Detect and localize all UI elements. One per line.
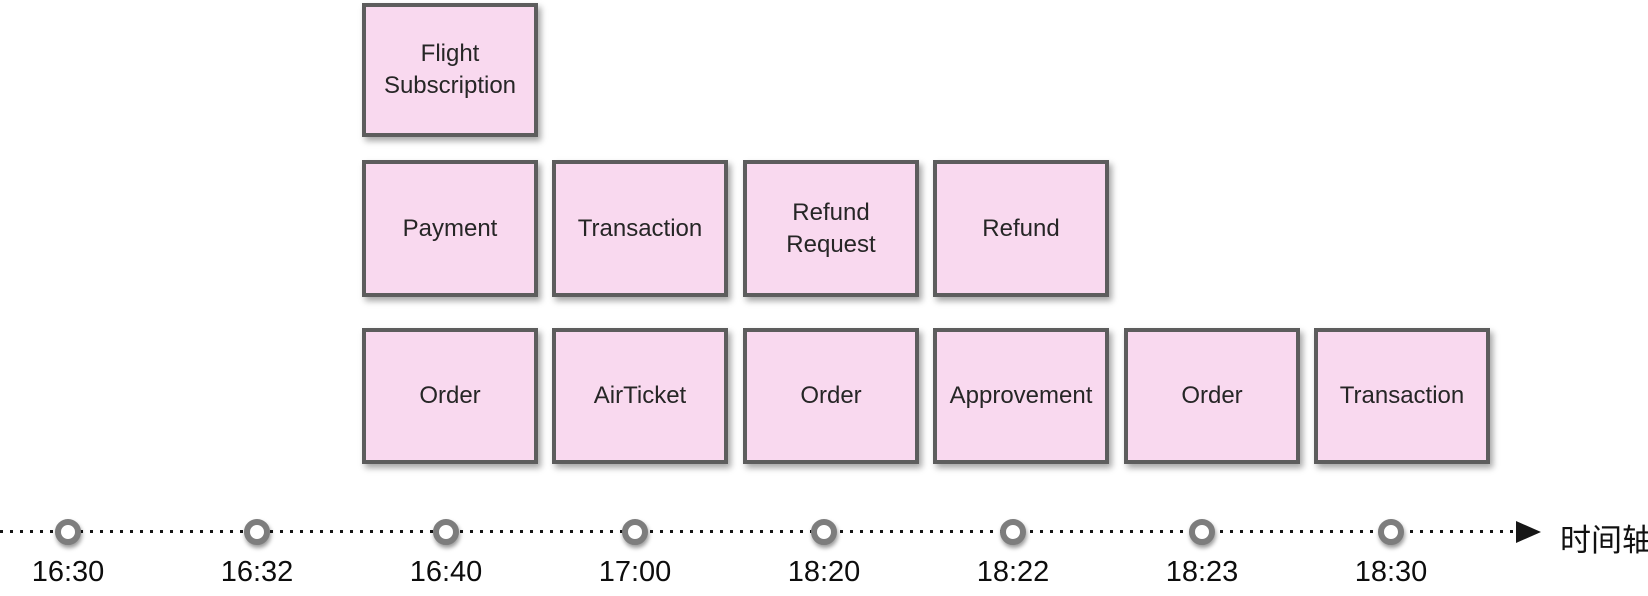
time-label: 18:23	[1165, 556, 1239, 588]
timeline-marker-icon	[55, 519, 81, 545]
event-box-label: Order	[1181, 382, 1243, 410]
event-box-order-1820: Order	[743, 328, 919, 464]
event-box-order-1823: Order	[1124, 328, 1300, 464]
event-box-refund-request: Refund Request	[743, 160, 919, 297]
event-box-label: Flight Subscription	[383, 40, 517, 99]
event-box-label: Transaction	[1339, 382, 1465, 410]
event-box-flight-subscription: Flight Subscription	[362, 3, 538, 137]
event-box-label: Order	[800, 382, 862, 410]
time-label: 16:32	[220, 556, 294, 588]
time-label: 16:30	[31, 556, 105, 588]
time-label: 16:40	[409, 556, 483, 588]
arrow-right-icon	[1516, 521, 1541, 543]
timeline-marker-icon	[1378, 519, 1404, 545]
event-box-airticket: AirTicket	[552, 328, 728, 464]
event-box-transaction-1830: Transaction	[1314, 328, 1490, 464]
time-label: 18:20	[787, 556, 861, 588]
event-box-label: Approvement	[949, 382, 1093, 410]
time-label: 18:30	[1354, 556, 1428, 588]
time-axis-label: 时间轴	[1560, 523, 1648, 558]
event-box-label: AirTicket	[593, 382, 687, 410]
timeline-marker-icon	[1189, 519, 1215, 545]
timeline-marker-icon	[433, 519, 459, 545]
event-box-label: Refund Request	[786, 198, 876, 258]
event-box-label: Order	[419, 382, 481, 410]
timeline-marker-icon	[1000, 519, 1026, 545]
event-box-payment: Payment	[362, 160, 538, 297]
timeline-marker-icon	[244, 519, 270, 545]
time-label: 17:00	[598, 556, 672, 588]
event-box-label: Refund	[982, 214, 1060, 242]
event-box-label: Transaction	[577, 214, 703, 242]
timeline-marker-icon	[622, 519, 648, 545]
event-box-refund: Refund	[933, 160, 1109, 297]
timeline-marker-icon	[811, 519, 837, 545]
time-axis-dotted-line	[0, 530, 1516, 533]
event-box-label: Payment	[402, 214, 498, 242]
time-label: 18:22	[976, 556, 1050, 588]
event-box-transaction-1700: Transaction	[552, 160, 728, 297]
event-box-approvement: Approvement	[933, 328, 1109, 464]
event-box-order-1640: Order	[362, 328, 538, 464]
